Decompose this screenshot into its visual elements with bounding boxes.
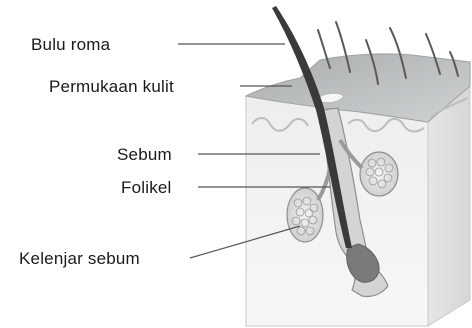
skin-block-side bbox=[428, 86, 470, 326]
sebaceous-gland-left bbox=[287, 188, 323, 242]
label-follicle: Folikel bbox=[121, 178, 172, 198]
label-hair: Bulu roma bbox=[31, 35, 110, 55]
label-sebaceous-gland: Kelenjar sebum bbox=[19, 249, 140, 269]
label-skin-surface: Permukaan kulit bbox=[49, 77, 174, 97]
label-sebum: Sebum bbox=[117, 145, 172, 165]
